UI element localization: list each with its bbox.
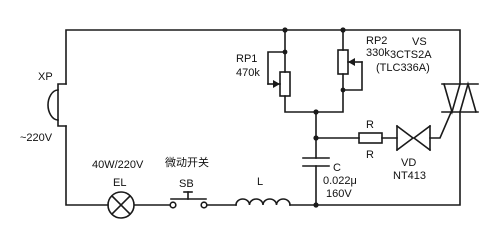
plug-ref: XP [38,71,53,83]
wiring [65,29,461,206]
switch-sb: 微动开关 SB [165,155,209,209]
switch-name: 微动开关 [165,155,209,169]
lamp-el: 40W/220V EL [92,159,144,219]
rp2-value: 330k [366,47,390,59]
triac-vs: VS 3CTS2A (TLC336A) [376,36,479,115]
capacitor-value: 0.022μ [323,175,357,187]
potentiometer-rp1: RP1 470k [236,49,291,97]
resistor-value: R [366,149,374,161]
potentiometer-rp2: RP2 330k [337,35,390,93]
lamp-ref: EL [113,177,126,189]
plug-xp: XP ~220V [20,71,67,144]
lamp-rating: 40W/220V [92,159,144,171]
capacitor-voltage: 160V [326,188,352,200]
capacitor-ref: C [333,162,341,174]
inductor-l: L [235,176,291,206]
rp2-ref: RP2 [366,35,387,47]
diac-vd: VD NT413 [393,124,432,182]
diac-part: NT413 [393,170,426,182]
triac-part: 3CTS2A [390,49,432,61]
junction-dot [282,27,288,33]
capacitor-c: C 0.022μ 160V [302,157,357,200]
resistor-r: R R [358,119,383,161]
junction-dot [313,135,319,141]
switch-ref: SB [179,178,194,190]
rp1-ref: RP1 [236,53,257,65]
plug-voltage: ~220V [20,132,53,144]
junction-dot [340,27,346,33]
triac-alt: (TLC336A) [376,62,430,74]
junction-dot [313,109,319,115]
resistor-ref: R [366,119,374,131]
diac-ref: VD [401,157,416,169]
junction-dot [313,202,319,208]
inductor-ref: L [257,176,263,188]
rp1-value: 470k [236,67,260,79]
triac-ref: VS [412,36,427,48]
